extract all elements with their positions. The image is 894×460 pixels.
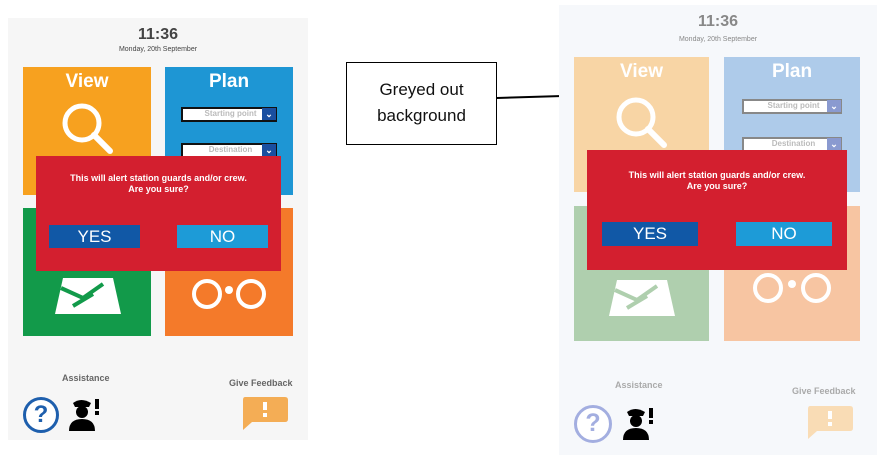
no-button[interactable]: NO	[736, 222, 832, 246]
clock-time: 11:36	[697, 13, 739, 30]
destination-placeholder: Destination	[771, 139, 816, 148]
callout-box: Greyed out background	[346, 62, 497, 145]
feedback-bubble-icon[interactable]	[807, 406, 853, 439]
alert-confirm-dialog: This will alert station guards and/or cr…	[587, 150, 847, 270]
dialog-message-line2: Are you sure?	[686, 181, 748, 191]
guard-alert-icon[interactable]	[67, 397, 101, 431]
help-icon[interactable]: ?	[23, 397, 59, 433]
give-feedback-label: Give Feedback	[792, 386, 856, 396]
no-button[interactable]: NO	[177, 225, 268, 248]
assistance-label: Assistance	[62, 373, 110, 383]
give-feedback-label: Give Feedback	[229, 378, 293, 388]
callout-line1: Greyed out	[379, 80, 464, 99]
binoculars-icon	[753, 273, 831, 303]
tile-view-label: View	[620, 61, 663, 82]
dialog-message-line1: This will alert station guards and/or cr…	[628, 170, 806, 180]
tile-view-label: View	[65, 71, 109, 92]
help-icon[interactable]: ?	[574, 405, 612, 443]
dialog-message-line1: This will alert station guards and/or cr…	[70, 173, 247, 183]
yes-button[interactable]: YES	[49, 225, 140, 248]
phone-screen-greyed: 11:36 Monday, 20th September View Plan S…	[559, 5, 877, 455]
map-icon	[55, 278, 121, 314]
alert-confirm-dialog: This will alert station guards and/or cr…	[36, 156, 281, 271]
chevron-down-icon: ⌄	[262, 144, 276, 156]
destination-placeholder: Destination	[208, 145, 253, 154]
chevron-down-icon: ⌄	[827, 100, 841, 112]
tile-plan-label: Plan	[208, 71, 250, 92]
tile-plan-label: Plan	[771, 61, 813, 82]
guard-alert-icon[interactable]	[621, 405, 655, 441]
starting-point-placeholder: Starting point	[767, 101, 820, 110]
magnifier-icon	[62, 103, 113, 154]
phone-screen-original: 11:36 Monday, 20th September View Plan S…	[8, 18, 308, 440]
feedback-bubble-icon[interactable]	[242, 397, 288, 430]
callout-line2: background	[377, 106, 466, 125]
dialog-message-line2: Are you sure?	[128, 184, 189, 194]
yes-button[interactable]: YES	[602, 222, 698, 246]
clock-date: Monday, 20th September	[118, 46, 198, 53]
starting-point-dropdown[interactable]: Starting point ⌄	[181, 107, 277, 122]
assistance-label: Assistance	[615, 380, 663, 390]
map-icon	[609, 280, 675, 316]
binoculars-icon	[192, 279, 266, 309]
starting-point-dropdown[interactable]: Starting point ⌄	[742, 99, 842, 114]
chevron-down-icon: ⌄	[262, 108, 276, 120]
clock-date: Monday, 20th September	[678, 36, 758, 43]
chevron-down-icon: ⌄	[827, 138, 841, 150]
starting-point-placeholder: Starting point	[204, 109, 257, 118]
clock-time: 11:36	[137, 26, 179, 43]
magnifier-icon	[616, 97, 667, 148]
destination-dropdown[interactable]: Destination ⌄	[742, 137, 842, 152]
